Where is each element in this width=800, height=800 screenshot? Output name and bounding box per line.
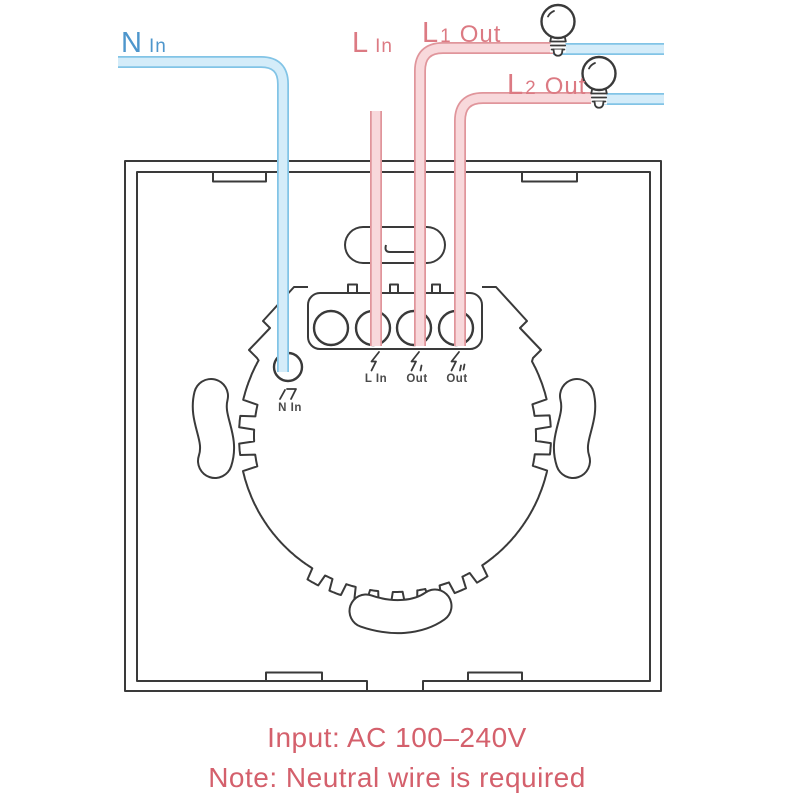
terminal-markings: N In L In Out Out [278,351,467,414]
note-neutral-required: Note: Neutral wire is required [208,762,586,793]
wires [118,42,664,372]
terminal-tab-2 [389,283,399,293]
light-bulb-icon [581,55,617,109]
terminal-housing [307,292,483,350]
wire-neutral-in [118,56,289,372]
note-input-rating: Input: AC 100–240V [267,722,527,753]
wire-l2-out [454,92,597,346]
frame-outer [124,160,662,692]
right-screw-slot [552,378,597,479]
terminal-tab-1 [347,283,358,293]
left-screw-slot [191,378,236,479]
notes: Input: AC 100–240V Note: Neutral wire is… [208,722,586,793]
frame-tab-top-left [212,172,267,183]
terminal-tab-3 [431,283,441,293]
terminal-label-out2: Out [446,373,467,385]
terminal-hole-spare [312,309,350,347]
light-bulb-icon [540,3,576,57]
switch-frame [124,160,662,692]
frame-inner [136,171,651,690]
plate-outline [238,286,552,605]
terminal-label-out1: Out [406,373,427,385]
terminal-label-neutral: N In [278,402,302,414]
frame-tab-top-right [521,172,578,183]
frame-tab-bottom-left [265,671,323,681]
lightning-bolt-icon [370,351,380,372]
lightning-bolt-1-icon [410,351,423,372]
terminal-label-live-in: L In [365,373,387,385]
lightning-bolt-2-icon [450,351,466,372]
neutral-mark-icon [279,388,297,400]
frame-tab-bottom-right [467,671,523,681]
bottom-mounting-slot [348,588,453,635]
wire-l1-out [414,42,556,346]
